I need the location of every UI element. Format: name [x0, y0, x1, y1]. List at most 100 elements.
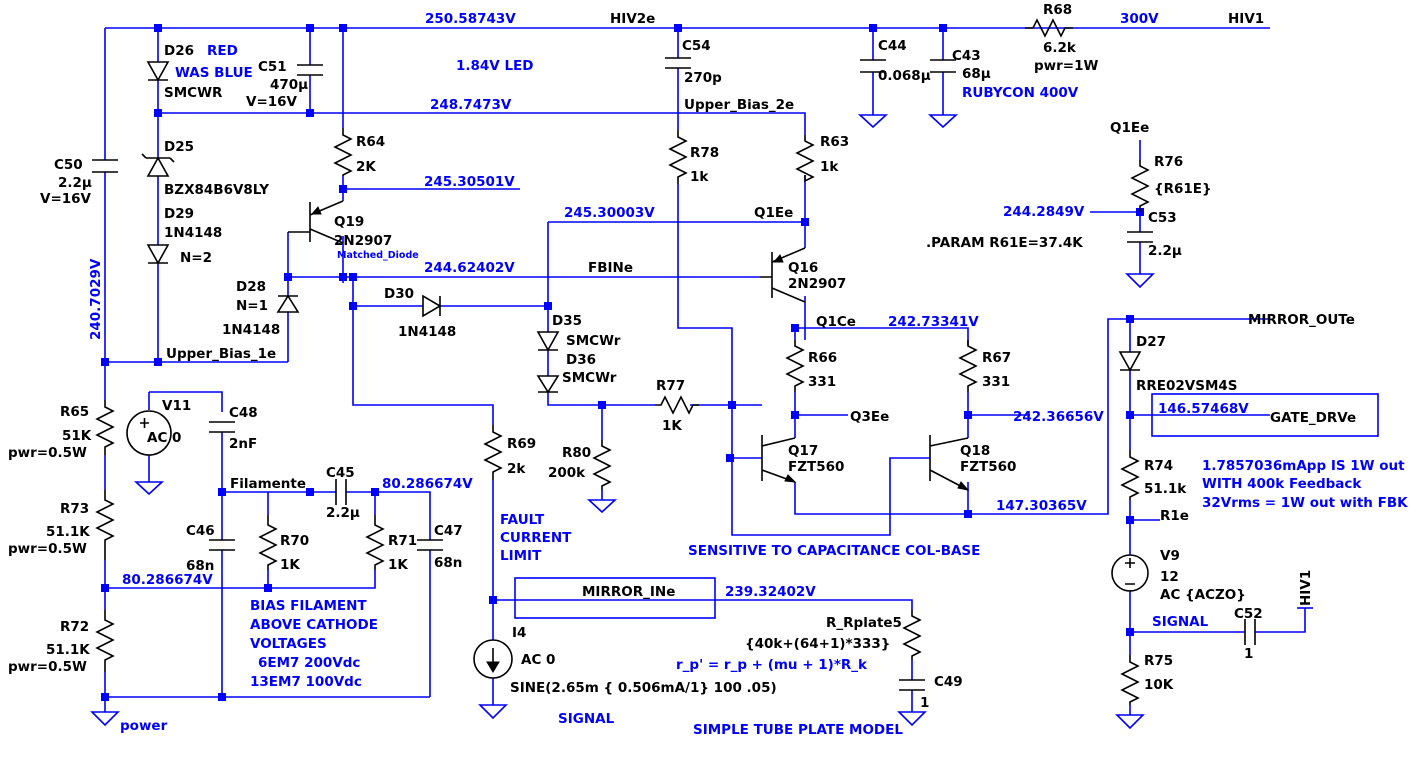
label-components-r78: R78 [690, 145, 719, 161]
current-source-i4[interactable] [473, 639, 513, 679]
diode-d28[interactable] [276, 294, 300, 313]
label-components-c49: C49 [934, 674, 963, 690]
label-components-d35-v: SMCWr [566, 333, 621, 349]
resistor-r72[interactable] [95, 610, 115, 672]
capacitor-c51[interactable] [297, 64, 323, 76]
resistor-r64[interactable] [333, 128, 353, 176]
capacitor-c47[interactable] [417, 539, 443, 551]
label-components-c48: C48 [229, 405, 258, 421]
capacitor-c54[interactable] [665, 57, 691, 69]
resistor-r77[interactable] [655, 395, 699, 415]
voltage-244b: 244.2849V [1003, 204, 1085, 220]
voltage-source-v9[interactable] [1111, 554, 1149, 592]
note-bias-1: BIAS FILAMENT [250, 598, 367, 614]
transistor-q16[interactable] [760, 247, 806, 303]
label-components-r80-v: 200k [548, 465, 586, 481]
label-components-c52: C52 [1234, 606, 1263, 622]
capacitor-c45[interactable] [335, 479, 347, 505]
capacitor-c49[interactable] [899, 679, 925, 691]
capacitor-c53[interactable] [1127, 231, 1153, 243]
label-components-d26-v: SMCWR [164, 85, 223, 101]
ground-symbol [478, 704, 508, 720]
label-components-r70-v: 1K [280, 557, 300, 573]
label-components-v11: V11 [162, 398, 191, 414]
notes: RED WAS BLUE 1.84V LED RUBYCON 400V .PAR… [175, 43, 1408, 738]
net-gate-drve: GATE_DRVe [1270, 410, 1356, 426]
label-components-r76-v: {R61E} [1154, 181, 1212, 197]
label-components-c49-v: 1 [920, 695, 929, 711]
resistor-r68[interactable] [1025, 18, 1073, 38]
diode-d26[interactable] [146, 61, 170, 82]
note-fault-2: CURRENT [500, 530, 572, 546]
resistor-r71[interactable] [365, 515, 385, 570]
capacitors [92, 57, 1256, 691]
diode-d30[interactable] [422, 294, 442, 318]
label-components-q18: Q18 [960, 443, 990, 459]
label-components-q18-v: FZT560 [960, 459, 1016, 475]
resistor-r70[interactable] [258, 515, 278, 570]
resistor-r65[interactable] [95, 400, 115, 455]
label-components-c51-v: 470μ [270, 77, 308, 93]
capacitor-c52[interactable] [1244, 619, 1256, 645]
label-components-r73-p: pwr=0.5W [8, 541, 87, 557]
capacitor-c50[interactable] [92, 159, 118, 173]
label-components-r68-v: 6.2k [1043, 40, 1077, 56]
diode-d25[interactable] [141, 153, 175, 177]
label-components-r65: R65 [60, 404, 89, 420]
label-components-r63-v: 1k [820, 159, 839, 175]
label-components-r76: R76 [1154, 154, 1183, 170]
transistor-q17[interactable] [761, 435, 797, 483]
component-labels: D26 SMCWR D25 BZX84B6V8LY D29 1N4148 N=2… [8, 2, 1263, 711]
label-components-d28-n: N=1 [236, 298, 268, 314]
voltage-245a: 245.30501V [424, 174, 515, 190]
note-was-blue: WAS BLUE [175, 65, 253, 81]
label-components-d27: D27 [1136, 334, 1166, 350]
label-components-r64-v: 2K [356, 159, 376, 175]
net-mirror-ine: MIRROR_INe [582, 584, 675, 600]
note-bias-2: ABOVE CATHODE [250, 617, 378, 633]
voltage-146: 146.57468V [1158, 401, 1249, 417]
resistor-r76[interactable] [1130, 160, 1150, 212]
diode-d36[interactable] [536, 375, 560, 394]
label-components-c45-v: 2.2μ [326, 505, 360, 521]
label-components-c50-v: 2.2μ [58, 175, 92, 191]
resistor-r78[interactable] [668, 130, 688, 184]
note-led: 1.84V LED [456, 58, 534, 74]
note-bias-3: VOLTAGES [250, 636, 327, 652]
label-components-r72-p: pwr=0.5W [8, 659, 87, 675]
resistor-r67[interactable] [958, 340, 978, 392]
transistor-q19[interactable] [288, 200, 344, 244]
resistor-r74[interactable] [1120, 450, 1140, 500]
resistor-r66[interactable] [785, 340, 805, 392]
label-components-r80: R80 [562, 445, 591, 461]
diode-d29[interactable] [146, 244, 170, 265]
resistor-r69[interactable] [483, 425, 503, 480]
label-components-q16: Q16 [788, 260, 818, 276]
label-components-r68: R68 [1043, 2, 1072, 18]
net-signal-a: SIGNAL [558, 711, 615, 727]
net-q1ee-r76: Q1Ee [1110, 120, 1149, 136]
resistor-r73[interactable] [95, 490, 115, 560]
label-components-r63: R63 [820, 134, 849, 150]
voltage-source-v11[interactable] [126, 410, 172, 456]
label-components-i4-sine: SINE(2.65m { 0.506mA/1} 100 .05) [510, 680, 777, 696]
capacitor-c43[interactable] [930, 59, 956, 73]
diode-d35[interactable] [536, 331, 560, 352]
label-components-c53-v: 2.2μ [1148, 243, 1182, 259]
label-components-d29-v: 1N4148 [164, 225, 222, 241]
net-hiv1-vertical: HIV1 [1298, 570, 1314, 606]
resistor-rplate[interactable] [902, 610, 922, 660]
label-components-d26: D26 [164, 43, 194, 59]
label-components-r69-v: 2k [507, 461, 526, 477]
note-rp-formula: r_p' = r_p + (mu + 1)*R_k [676, 657, 868, 673]
capacitor-c48[interactable] [209, 421, 235, 433]
label-components-d28: D28 [236, 279, 266, 295]
resistor-r80[interactable] [592, 440, 612, 490]
capacitor-c46[interactable] [209, 539, 235, 551]
capacitor-c44[interactable] [860, 59, 886, 73]
transistor-q18[interactable] [929, 435, 970, 491]
resistor-r75[interactable] [1120, 655, 1140, 705]
resistor-r63[interactable] [795, 135, 815, 183]
net-mirror-oute: MIRROR_OUTe [1248, 312, 1355, 328]
diode-d27[interactable] [1118, 351, 1142, 372]
